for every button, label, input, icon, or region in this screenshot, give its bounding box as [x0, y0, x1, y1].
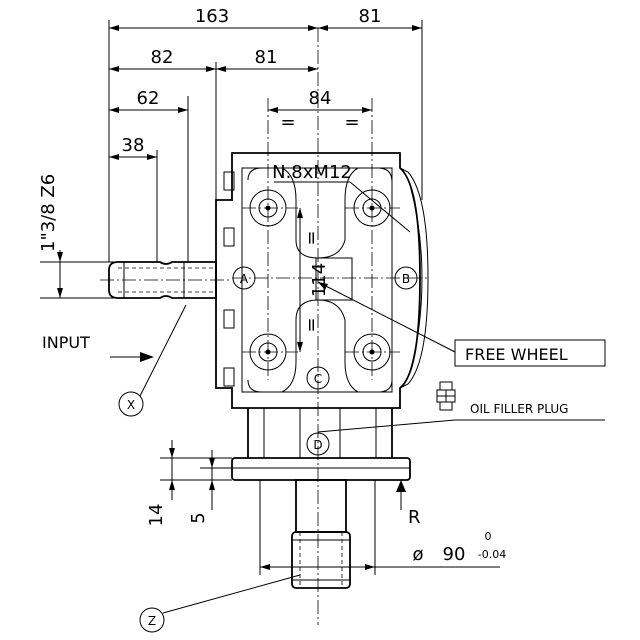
dim-tol-upper: 0 [485, 530, 492, 543]
dim-38: 38 [122, 135, 145, 156]
extension-lines [40, 20, 423, 299]
marker-z: Z [148, 614, 156, 628]
dim-114: 114 [309, 263, 330, 297]
dim-81-top: 81 [359, 6, 382, 27]
label-text: INPUT FREE WHEEL OIL FILLER PLUG R A B C… [42, 272, 606, 628]
dim-thread: 1"3/8 Z6 [38, 174, 59, 252]
dimension-text: 163 81 82 81 62 84 = = 38 1"3/8 Z6 N.8xM… [38, 6, 506, 565]
dim-eq-left: = [280, 112, 295, 133]
marker-a: A [240, 272, 249, 286]
dim-eq-vert-top: = [301, 230, 322, 245]
label-input: INPUT [42, 333, 90, 352]
label-free-wheel: FREE WHEEL [465, 345, 568, 364]
oil-plug-icon [436, 381, 456, 411]
dim-5: 5 [188, 512, 209, 523]
dim-82: 82 [151, 47, 174, 68]
label-oil-filler-plug: OIL FILLER PLUG [470, 402, 568, 416]
marker-c: C [314, 372, 322, 386]
marker-d: D [313, 438, 322, 452]
marker-x: X [127, 398, 135, 412]
reference-markers [118, 266, 418, 633]
dim-62: 62 [137, 88, 160, 109]
input-shaft [108, 261, 217, 299]
dim-84: 84 [309, 88, 332, 109]
dim-14: 14 [146, 504, 167, 527]
bolt-holes [249, 189, 391, 371]
dim-dia-symbol: ø [412, 544, 423, 565]
dim-dia-90: 90 [443, 544, 466, 565]
leader-lines [110, 181, 605, 614]
gearbox-housing [215, 152, 429, 589]
dim-eq-right: = [344, 112, 359, 133]
dim-163: 163 [195, 6, 229, 27]
dim-eq-vert-bottom: = [301, 317, 322, 332]
dim-81: 81 [255, 47, 278, 68]
dimension-lines [57, 25, 500, 575]
dim-bolts: N.8xM12 [272, 162, 352, 183]
center-lines [100, 28, 428, 625]
label-rotation: R [408, 507, 421, 528]
marker-b: B [402, 272, 410, 286]
dim-tol-lower: -0.04 [478, 548, 506, 561]
